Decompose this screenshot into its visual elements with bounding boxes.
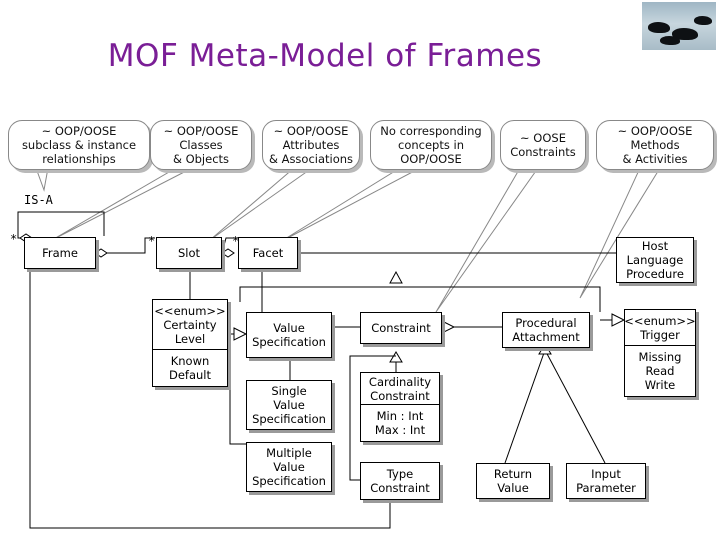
return-value-box: Return Value <box>476 463 550 499</box>
slot-box: Slot <box>156 237 222 269</box>
frame-slot-line <box>95 237 155 254</box>
value-specification-box: Value Specification <box>246 312 332 358</box>
trigger-values-box: Missing Read Write <box>624 345 696 397</box>
callout-attributes: ~ OOP/OOSE Attributes & Associations <box>262 120 360 170</box>
multiple-value-specification-box: Multiple Value Specification <box>246 442 332 492</box>
slot-facet-diamond <box>221 248 235 258</box>
callout-no-concepts: No corresponding concepts in OOP/OOSE <box>370 120 492 170</box>
constraint-box: Constraint <box>360 312 442 344</box>
value-gen-arrow <box>233 327 248 341</box>
certainty-level-box: <<enum>> Certainty Level <box>152 299 228 351</box>
frame-bottom-line <box>29 268 391 529</box>
type-constraint-box: Type Constraint <box>360 462 440 500</box>
proc-return-line <box>504 349 546 464</box>
callout-pointer-4 <box>279 167 421 243</box>
isa-label: IS-A <box>24 193 53 207</box>
facet-box: Facet <box>238 237 298 269</box>
host-language-procedure-box: Host Language Procedure <box>616 237 694 283</box>
callout-pointer-2 <box>51 167 193 241</box>
constraint-gen-arrow <box>389 351 403 363</box>
callout-methods: ~ OOP/OOSE Methods & Activities <box>596 120 714 170</box>
callout-pointer-3 <box>209 167 314 241</box>
known-default-box: Known Default <box>152 349 228 387</box>
isa-loop-line <box>17 211 105 239</box>
page-title: MOF Meta-Model of Frames <box>107 38 543 74</box>
proc-trigger-arrow <box>611 313 626 327</box>
callout-isa: ~ OOP/OOSE subclass & instance relations… <box>8 120 150 170</box>
callout-pointer-1 <box>35 167 49 192</box>
trigger-box: <<enum>> Trigger <box>624 309 696 347</box>
cardinality-constraint-box: Cardinality Constraint <box>360 372 440 406</box>
min-max-box: Min : Int Max : Int <box>360 404 440 442</box>
callout-constraints: ~ OOSE Constraints <box>500 120 586 170</box>
procedural-attachment-box: Procedural Attachment <box>502 312 590 348</box>
facet-branch-line <box>239 286 601 312</box>
proc-gen-arrow <box>538 343 552 355</box>
facet-generalization-arrow <box>389 270 403 284</box>
slot-facet-line <box>221 237 238 254</box>
multiplicity-star: * <box>232 234 240 248</box>
type-constraint-line <box>349 355 396 481</box>
callout-classes: ~ OOP/OOSE Classes & Objects <box>150 120 252 170</box>
multiplicity-star: * <box>10 232 18 246</box>
multiplicity-star: * <box>148 234 156 248</box>
proc-input-line <box>544 349 606 464</box>
single-value-specification-box: Single Value Specification <box>246 380 332 430</box>
orca-photo <box>642 2 716 50</box>
frame-box: Frame <box>24 237 96 269</box>
constraint-arrow-right <box>441 320 456 334</box>
callout-pointer-5 <box>435 167 539 313</box>
frame-slot-diamond <box>94 248 108 258</box>
input-parameter-box: Input Parameter <box>566 463 646 499</box>
